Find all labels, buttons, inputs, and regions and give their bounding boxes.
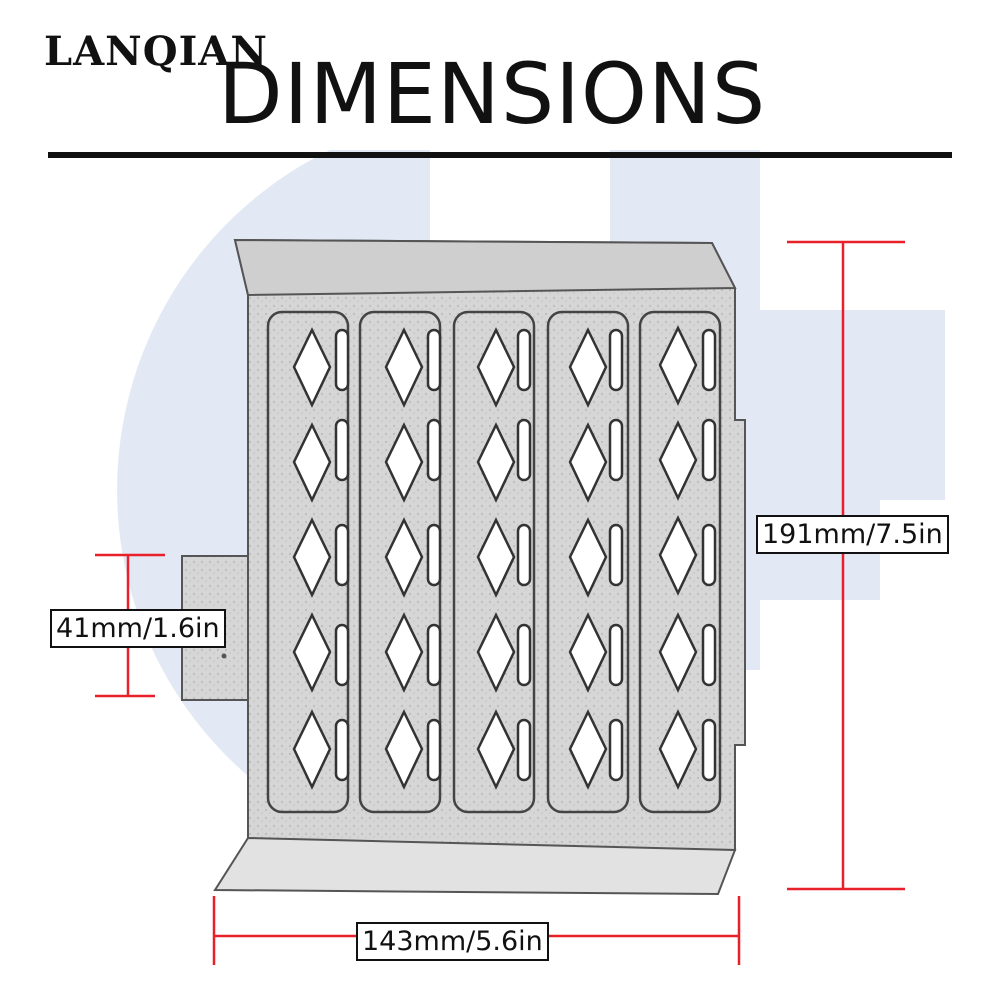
page-title: DIMENSIONS — [218, 45, 767, 143]
diamond-cutouts — [292, 325, 698, 790]
guard-plate — [181, 238, 746, 896]
slot-cutouts — [334, 328, 717, 782]
height-dimension-label: 191mm/7.5in — [756, 515, 949, 554]
dimension-lines — [95, 240, 905, 965]
brand-logo: LANQIAN — [44, 28, 268, 75]
tab-height-dimension-label: 41mm/1.6in — [50, 609, 226, 648]
width-dimension-label: 143mm/5.6in — [356, 922, 549, 961]
title-divider — [48, 152, 952, 158]
